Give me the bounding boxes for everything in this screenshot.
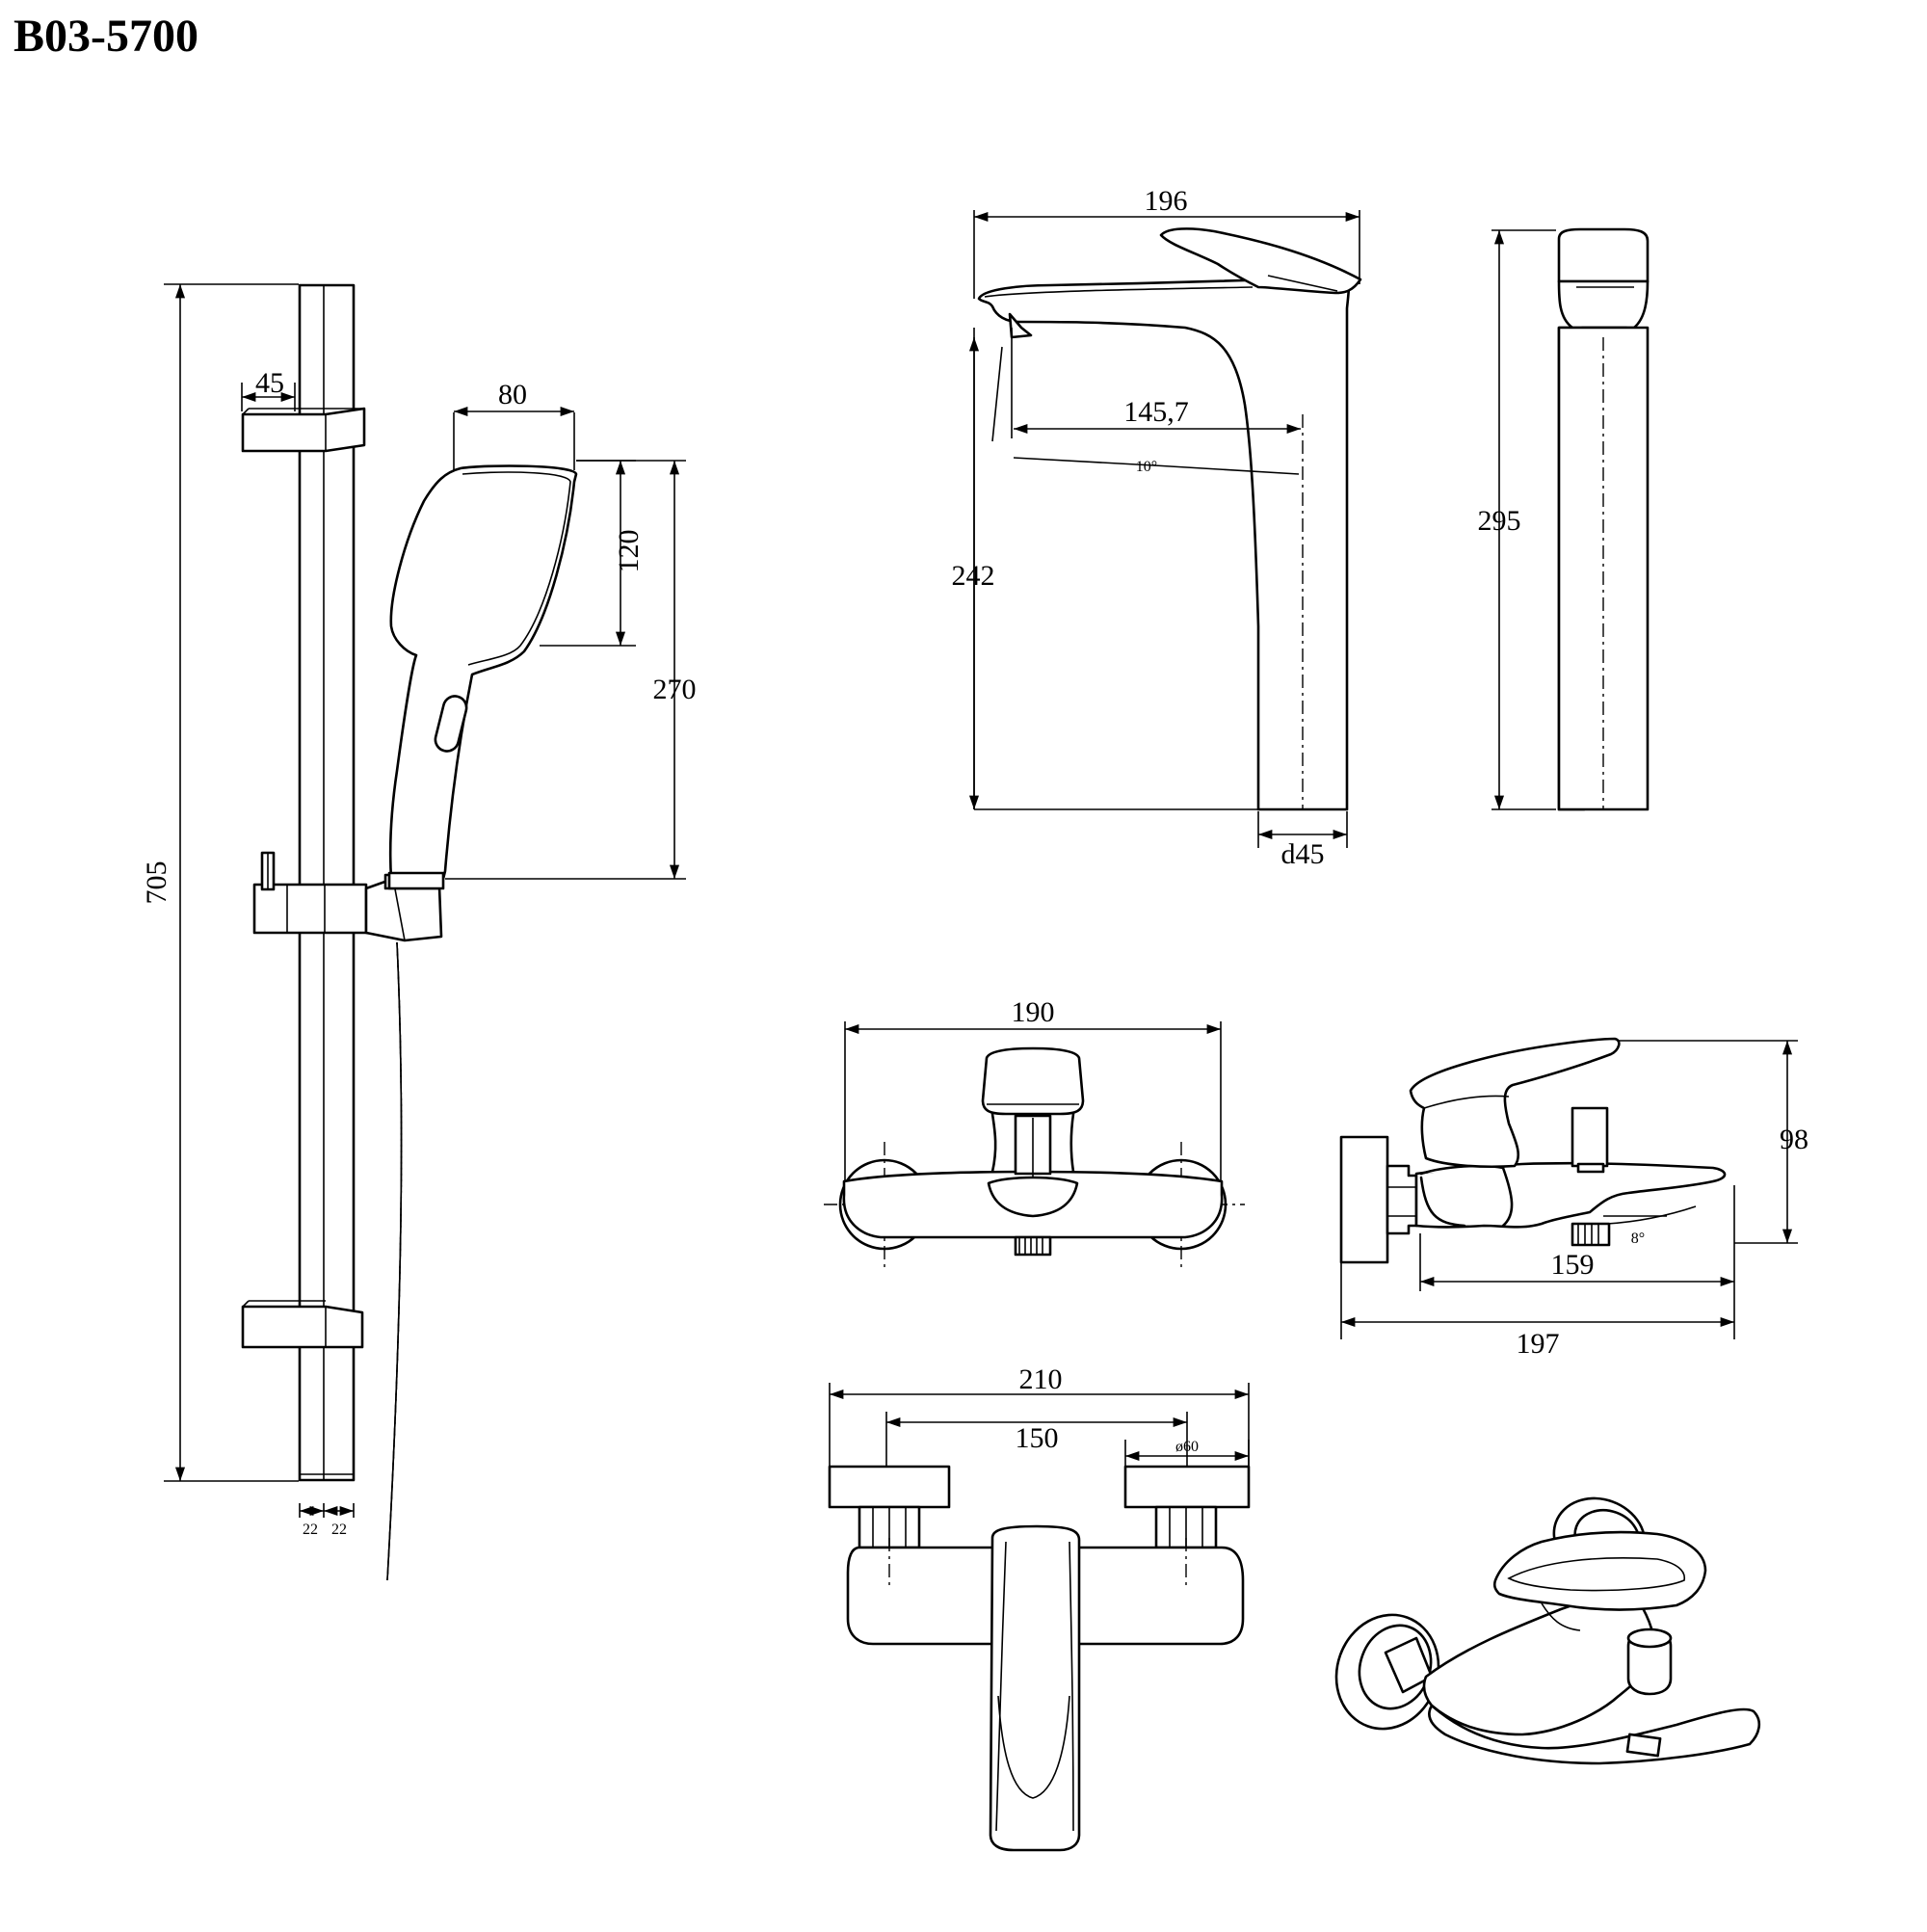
bath-mixer-top-view: 210 150 ø60 bbox=[828, 1363, 1251, 1852]
bath-mixer-isometric-view bbox=[1334, 1496, 1761, 1765]
hand-shower bbox=[387, 464, 578, 890]
dim-total-height: 295 bbox=[1478, 505, 1521, 537]
dim-basin-width: 196 bbox=[1145, 185, 1188, 217]
dim-handshower-length: 270 bbox=[653, 674, 697, 705]
bottom-wall-bracket bbox=[241, 1300, 364, 1349]
dim-rail-height: 705 bbox=[141, 861, 172, 905]
basin-mixer-side-view: 196 145,7 10° 242 bbox=[952, 185, 1362, 870]
dim-bath-centers: 150 bbox=[1016, 1422, 1059, 1454]
dim-flange-diameter: ø60 bbox=[1175, 1439, 1199, 1455]
dim-bracket-width: 45 bbox=[255, 367, 284, 399]
dim-bath-side-inner: 159 bbox=[1551, 1249, 1595, 1281]
dim-rail-width-left: 22 bbox=[303, 1522, 318, 1538]
slide-rail bbox=[298, 283, 356, 1482]
bath-mixer-front-view: 190 bbox=[824, 996, 1245, 1272]
dim-bath-angle: 8° bbox=[1631, 1231, 1645, 1247]
dim-rail-width-right: 22 bbox=[331, 1522, 347, 1538]
dim-bath-front-width: 190 bbox=[1012, 996, 1055, 1028]
top-wall-bracket bbox=[241, 407, 366, 453]
shower-hose bbox=[386, 941, 403, 1581]
shower-rail-set: 705 45 bbox=[141, 283, 697, 1581]
dim-bath-top-width: 210 bbox=[1019, 1363, 1063, 1395]
basin-mixer-front-view: 295 bbox=[1478, 227, 1650, 811]
dim-head-face-height: 120 bbox=[613, 530, 645, 573]
dim-spout-reach: 145,7 bbox=[1123, 396, 1189, 428]
dim-bath-side-total: 197 bbox=[1517, 1328, 1560, 1360]
bath-mixer-side-view: 98 8° bbox=[1339, 1037, 1808, 1360]
dim-base-diameter: d45 bbox=[1281, 838, 1325, 870]
model-number: B03-5700 bbox=[13, 11, 198, 62]
dim-bath-height: 98 bbox=[1780, 1124, 1808, 1155]
dim-basin-angle: 10° bbox=[1136, 459, 1157, 475]
dim-spout-height: 242 bbox=[952, 560, 995, 592]
dim-head-width: 80 bbox=[498, 379, 527, 410]
